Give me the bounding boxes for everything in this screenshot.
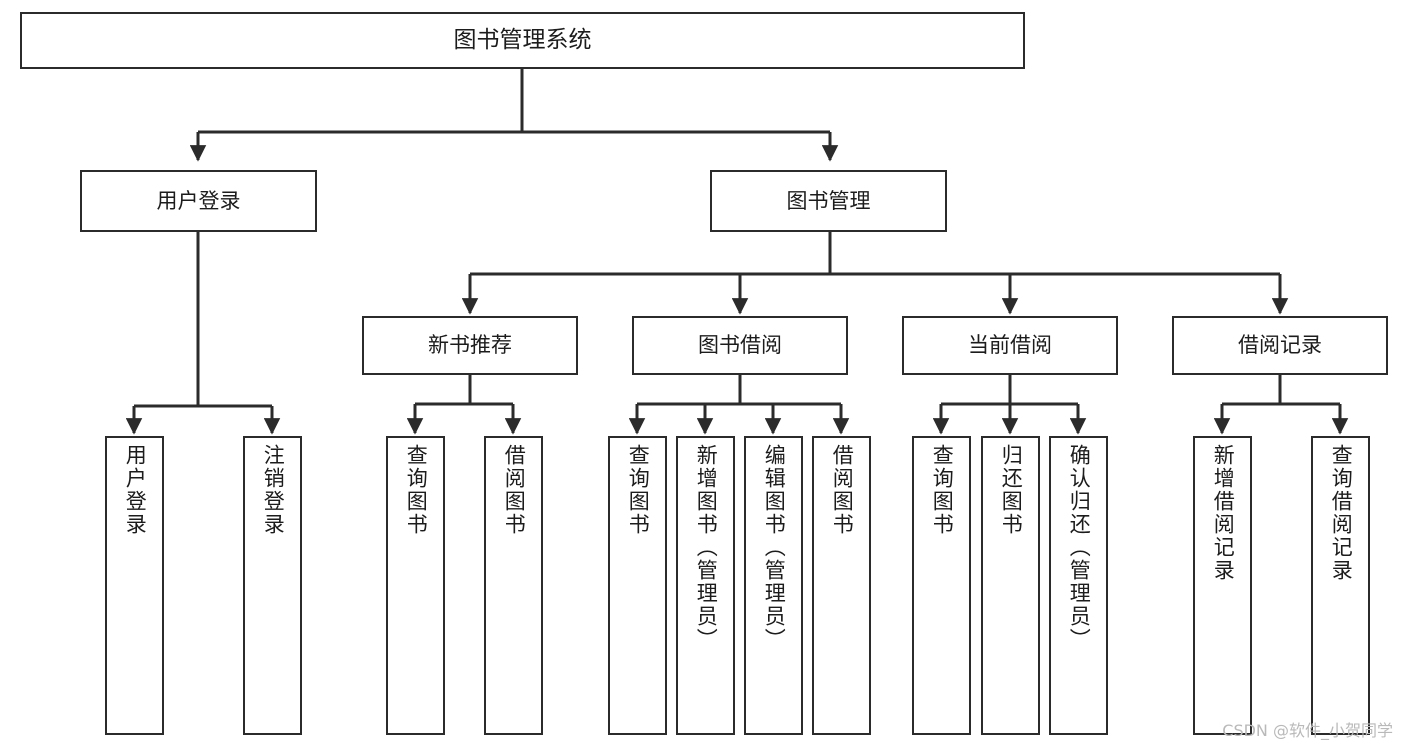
leaf-current-borrow-query[interactable]: 查询图书 bbox=[912, 436, 971, 735]
node-book-management[interactable]: 图书管理 bbox=[710, 170, 947, 232]
leaf-current-borrow-confirm-label: 确认归还（管理员） bbox=[1067, 444, 1092, 651]
leaf-book-borrow-borrow-label: 借阅图书 bbox=[830, 444, 855, 536]
leaf-current-borrow-return-label: 归还图书 bbox=[999, 444, 1024, 536]
leaf-book-borrow-borrow[interactable]: 借阅图书 bbox=[812, 436, 871, 735]
node-user-login[interactable]: 用户登录 bbox=[80, 170, 317, 232]
leaf-user-login-login[interactable]: 用户登录 bbox=[105, 436, 164, 735]
leaf-current-borrow-query-label: 查询图书 bbox=[930, 444, 955, 536]
leaf-new-book-borrow-label: 借阅图书 bbox=[502, 444, 527, 536]
node-current-borrow[interactable]: 当前借阅 bbox=[902, 316, 1118, 375]
leaf-borrow-record-query-label: 查询借阅记录 bbox=[1329, 444, 1354, 582]
leaf-book-borrow-add[interactable]: 新增图书（管理员） bbox=[676, 436, 735, 735]
leaf-current-borrow-confirm[interactable]: 确认归还（管理员） bbox=[1049, 436, 1108, 735]
leaf-borrow-record-query[interactable]: 查询借阅记录 bbox=[1311, 436, 1370, 735]
leaf-borrow-record-add[interactable]: 新增借阅记录 bbox=[1193, 436, 1252, 735]
node-borrow-record[interactable]: 借阅记录 bbox=[1172, 316, 1388, 375]
node-book-management-label: 图书管理 bbox=[786, 188, 871, 213]
leaf-book-borrow-edit[interactable]: 编辑图书（管理员） bbox=[744, 436, 803, 735]
leaf-book-borrow-add-label: 新增图书（管理员） bbox=[694, 444, 719, 651]
leaf-new-book-query[interactable]: 查询图书 bbox=[386, 436, 445, 735]
leaf-book-borrow-query-label: 查询图书 bbox=[626, 444, 651, 536]
node-current-borrow-label: 当前借阅 bbox=[968, 333, 1052, 358]
leaf-new-book-borrow[interactable]: 借阅图书 bbox=[484, 436, 543, 735]
node-book-borrow-label: 图书借阅 bbox=[698, 333, 782, 358]
leaf-book-borrow-edit-label: 编辑图书（管理员） bbox=[762, 444, 787, 651]
node-root-system[interactable]: 图书管理系统 bbox=[20, 12, 1025, 69]
leaf-new-book-query-label: 查询图书 bbox=[404, 444, 429, 536]
leaf-user-login-logout-label: 注销登录 bbox=[261, 444, 286, 536]
leaf-borrow-record-add-label: 新增借阅记录 bbox=[1211, 444, 1236, 582]
node-new-book-recommend-label: 新书推荐 bbox=[428, 333, 512, 358]
node-book-borrow[interactable]: 图书借阅 bbox=[632, 316, 848, 375]
leaf-book-borrow-query[interactable]: 查询图书 bbox=[608, 436, 667, 735]
leaf-user-login-logout[interactable]: 注销登录 bbox=[243, 436, 302, 735]
leaf-user-login-login-label: 用户登录 bbox=[123, 444, 148, 536]
node-root-system-label: 图书管理系统 bbox=[453, 26, 592, 53]
node-new-book-recommend[interactable]: 新书推荐 bbox=[362, 316, 578, 375]
node-user-login-label: 用户登录 bbox=[156, 188, 241, 213]
leaf-current-borrow-return[interactable]: 归还图书 bbox=[981, 436, 1040, 735]
node-borrow-record-label: 借阅记录 bbox=[1238, 333, 1322, 358]
